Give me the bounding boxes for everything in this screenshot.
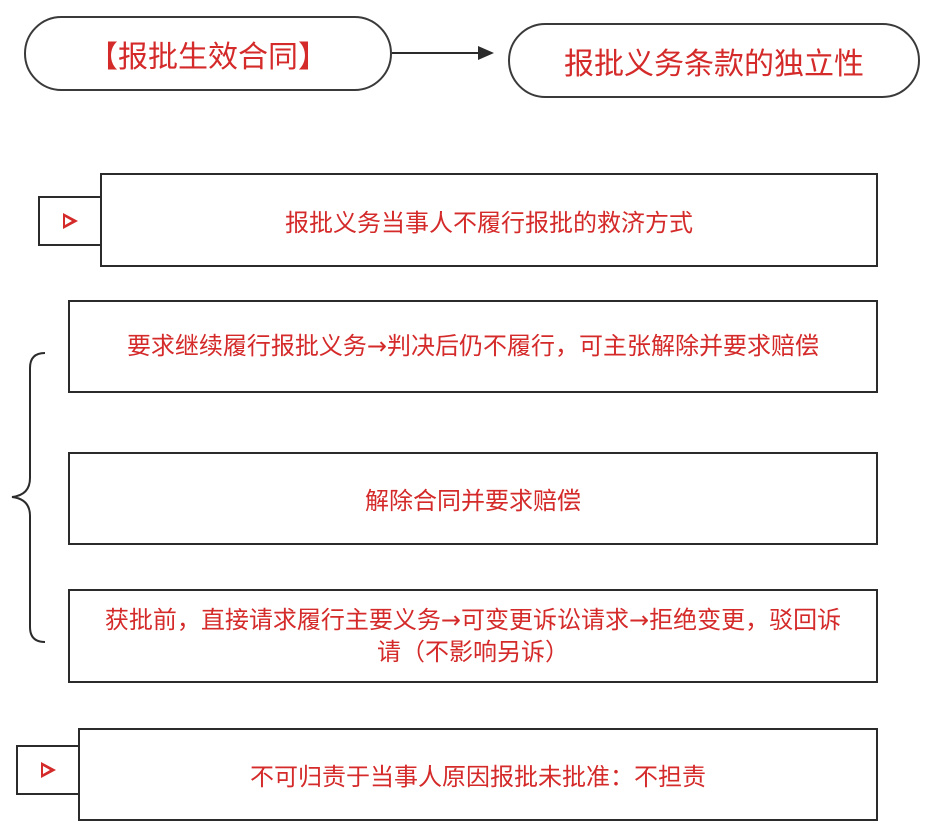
section2-header-label: 不可归责于当事人原因报批未批准：不担责	[250, 763, 706, 791]
play-triangle-icon	[40, 762, 56, 778]
section1-header: 报批义务当事人不履行报批的救济方式	[100, 173, 878, 267]
play-triangle-icon	[62, 213, 78, 229]
node-independence-label: 报批义务条款的独立性	[564, 46, 864, 82]
curly-brace	[11, 352, 46, 643]
node-contract-type-label: 【报批生效合同】	[88, 39, 328, 75]
remedy-item-2-label: 解除合同并要求赔偿	[365, 487, 581, 515]
remedy-item-3: 获批前，直接请求履行主要义务→可变更诉讼请求→拒绝变更，驳回诉请（不影响另诉）	[68, 589, 878, 683]
node-independence: 报批义务条款的独立性	[508, 23, 920, 98]
section1-marker	[38, 196, 102, 246]
node-contract-type: 【报批生效合同】	[24, 16, 392, 91]
section2-header: 不可归责于当事人原因报批未批准：不担责	[78, 728, 878, 821]
remedy-item-2: 解除合同并要求赔偿	[68, 452, 878, 545]
remedy-item-1-label: 要求继续履行报批义务→判决后仍不履行，可主张解除并要求赔偿	[126, 332, 820, 361]
connector-arrowhead	[478, 46, 494, 60]
remedy-item-1: 要求继续履行报批义务→判决后仍不履行，可主张解除并要求赔偿	[68, 300, 878, 393]
section2-marker	[16, 745, 80, 795]
section1-header-label: 报批义务当事人不履行报批的救济方式	[285, 208, 693, 237]
remedy-item-3-label: 获批前，直接请求履行主要义务→可变更诉讼请求→拒绝变更，驳回诉请（不影响另诉）	[104, 605, 842, 666]
